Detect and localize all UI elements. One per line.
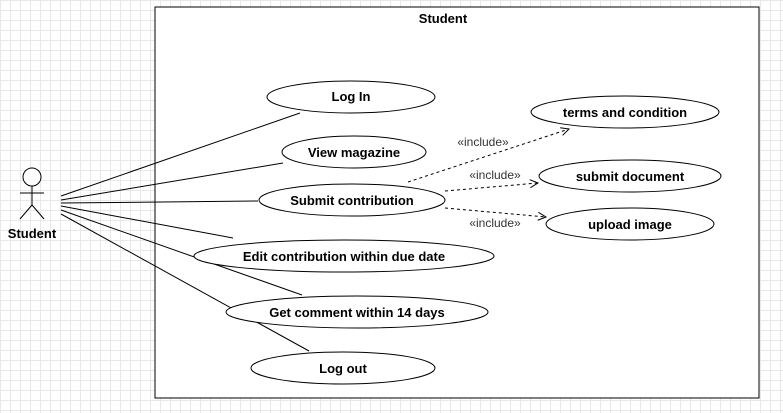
use-case-view-magazine-label: View magazine [308, 145, 400, 160]
actor-student[interactable]: Student [8, 167, 57, 241]
include-label-document: «include» [469, 168, 521, 182]
use-case-submit-contribution[interactable]: Submit contribution [258, 183, 446, 217]
include-arrow-image [444, 207, 546, 217]
use-case-login-shape [266, 80, 436, 114]
use-case-terms-label: terms and condition [563, 105, 687, 120]
assoc-get-comment [60, 209, 303, 296]
system-title: Student [419, 11, 468, 26]
use-case-submit-document[interactable]: submit document [538, 159, 722, 193]
actor-head [22, 167, 42, 187]
assoc-submit-contribution [60, 200, 259, 204]
assoc-logout [60, 213, 310, 352]
assoc-login [60, 112, 301, 197]
use-case-terms[interactable]: terms and condition [530, 95, 720, 129]
assoc-view-magazine [60, 162, 284, 201]
use-case-edit-contribution-shape [193, 239, 495, 273]
use-case-get-comment[interactable]: Get comment within 14 days [225, 295, 489, 329]
system-boundary [154, 6, 760, 399]
use-case-upload-image[interactable]: upload image [545, 207, 715, 241]
include-arrow-terms [407, 129, 569, 183]
use-case-get-comment-shape [225, 295, 489, 329]
use-case-logout-label: Log out [319, 361, 367, 376]
use-case-terms-shape [530, 95, 720, 129]
use-case-login-label: Log In [332, 89, 371, 104]
use-case-submit-document-label: submit document [576, 169, 685, 184]
use-case-upload-image-shape [545, 207, 715, 241]
include-label-terms: «include» [457, 135, 509, 149]
use-case-view-magazine-shape [281, 135, 427, 169]
assoc-edit-contribution [60, 205, 234, 239]
use-case-get-comment-label: Get comment within 14 days [269, 305, 445, 320]
use-case-view-magazine[interactable]: View magazine [281, 135, 427, 169]
include-label-image: «include» [469, 216, 521, 230]
actor-left-leg [19, 204, 33, 220]
use-case-edit-contribution[interactable]: Edit contribution within due date [193, 239, 495, 273]
actor-label: Student [8, 226, 57, 241]
use-case-submit-contribution-shape [258, 183, 446, 217]
use-case-login[interactable]: Log In [266, 80, 436, 114]
use-case-logout-shape [250, 351, 436, 385]
use-case-edit-contribution-label: Edit contribution within due date [243, 249, 445, 264]
actor-right-leg [31, 204, 45, 220]
use-case-logout[interactable]: Log out [250, 351, 436, 385]
use-case-submit-document-shape [538, 159, 722, 193]
use-case-submit-contribution-label: Submit contribution [290, 193, 414, 208]
use-case-upload-image-label: upload image [588, 217, 672, 232]
